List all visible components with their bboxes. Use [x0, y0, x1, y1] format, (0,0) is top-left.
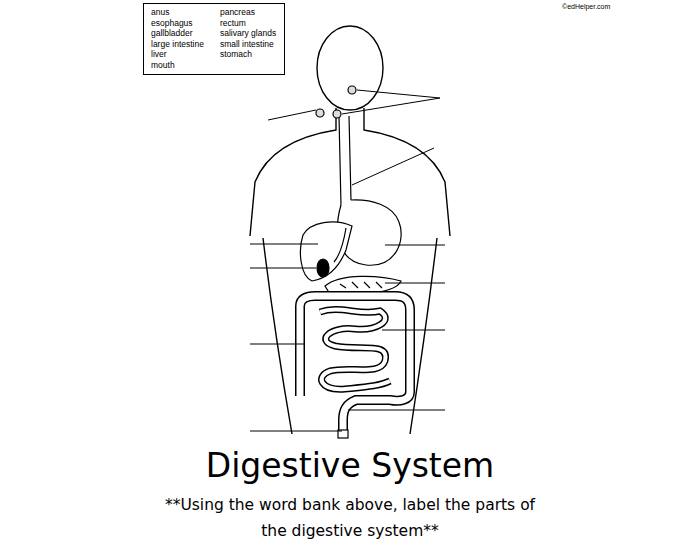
- diagram-title: Digestive System: [0, 446, 700, 486]
- leader-line: [385, 283, 445, 284]
- small-intestine-outer: [320, 310, 390, 390]
- leader-line: [342, 98, 440, 114]
- word-bank-term: mouth: [151, 60, 204, 71]
- leader-line: [250, 344, 304, 345]
- leader-line: [250, 268, 316, 269]
- word-bank-term: gallbladder: [151, 28, 204, 39]
- leader-line: [250, 244, 318, 245]
- leader-line: [357, 90, 440, 98]
- salivary-gland: [333, 110, 341, 118]
- leader-line: [348, 410, 445, 411]
- liver-shape: [300, 222, 352, 281]
- word-bank-term: pancreas: [220, 7, 276, 18]
- word-bank-term: large intestine: [151, 39, 204, 50]
- word-bank-term: esophagus: [151, 18, 204, 29]
- leader-line: [382, 330, 445, 331]
- diagram-caption: **Using the word bank above, label the p…: [160, 492, 540, 544]
- left-torso-outline: [263, 238, 292, 434]
- leader-lines: [250, 90, 445, 431]
- word-bank-box: anusesophagusgallbladderlarge intestinel…: [143, 3, 285, 75]
- word-bank-term: small intestine: [220, 39, 276, 50]
- copyright-notice: ©edHelper.com: [562, 3, 610, 10]
- salivary-gland: [348, 86, 356, 94]
- large-intestine-inner: [300, 296, 410, 431]
- word-bank-term: salivary glands: [220, 28, 276, 39]
- gallbladder-shape: [317, 259, 329, 277]
- word-bank-term: anus: [151, 7, 204, 18]
- leader-line: [250, 431, 342, 432]
- leader-line: [352, 148, 434, 185]
- word-bank-term: liver: [151, 49, 204, 60]
- body-outline: [250, 26, 450, 434]
- organs: [300, 86, 410, 438]
- leader-line: [268, 110, 316, 120]
- small-intestine-inner: [320, 310, 390, 390]
- left-shoulder-outline: [250, 108, 336, 236]
- pancreas-texture: [340, 282, 382, 288]
- salivary-gland: [316, 109, 324, 117]
- word-column: pancreasrectumsalivary glandssmall intes…: [220, 7, 276, 71]
- leader-line: [385, 245, 445, 246]
- word-bank-columns: anusesophagusgallbladderlarge intestinel…: [144, 4, 283, 74]
- word-bank-term: stomach: [220, 49, 276, 60]
- head-outline: [317, 26, 383, 110]
- word-column: anusesophagusgallbladderlarge intestinel…: [151, 7, 204, 71]
- bile-duct: [334, 228, 346, 262]
- large-intestine-outer: [300, 296, 410, 431]
- word-bank-term: rectum: [220, 18, 276, 29]
- esophagus-tube: [339, 116, 351, 206]
